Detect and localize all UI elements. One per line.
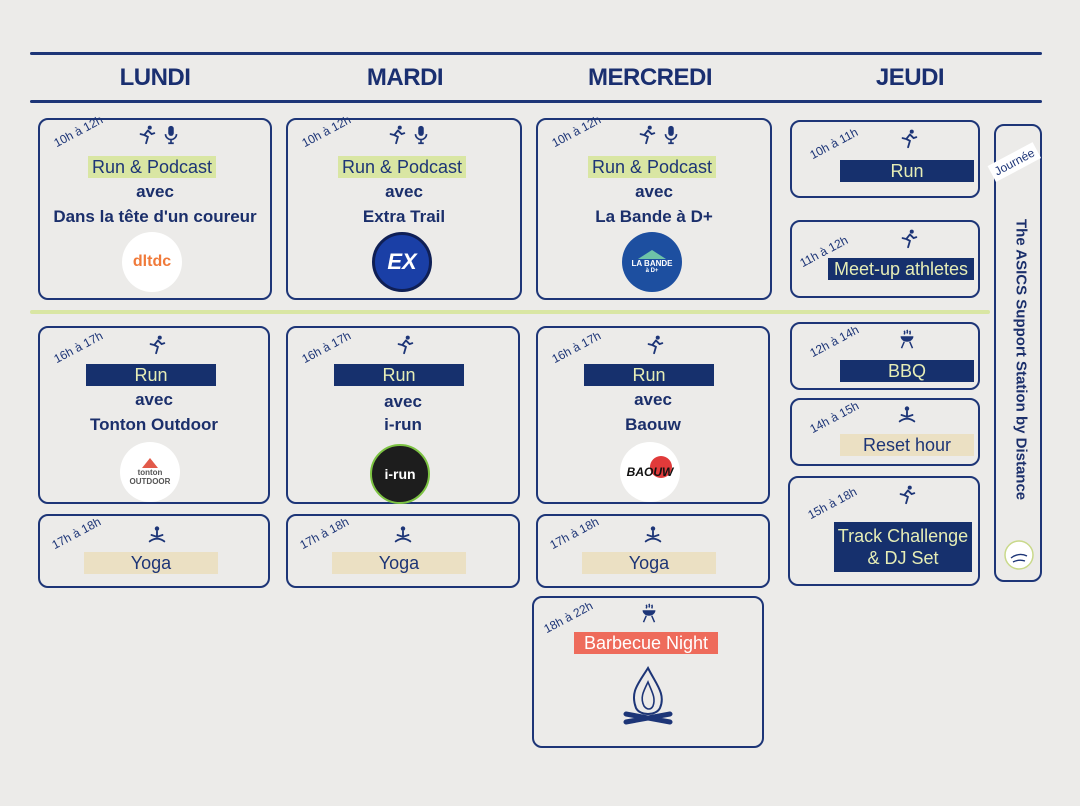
runner-icon [389,125,406,145]
logo-mountain-icon [142,458,158,468]
la-bande-logo: LA BANDE à D+ [622,232,682,292]
thursday-run-card[interactable]: 10h à 11h Run [790,120,980,198]
tuesday-morning-card[interactable]: 10h à 12h Run & Podcast avec Extra Trail… [286,113,522,300]
meditation-icon [394,526,412,543]
monday-yoga-card[interactable]: 17h à 18h Yoga [38,514,270,588]
meditation-icon [148,526,166,543]
runner-icon [139,125,156,145]
avec-text: avec [136,182,174,201]
time-label: 18h à 22h [541,598,596,636]
distance-logo-icon [1004,540,1034,570]
activity-label: Yoga [332,552,466,574]
i-run-logo: i-run [370,444,430,504]
activity-label: Run & Podcast [88,156,216,178]
time-label: 12h à 14h [807,322,862,360]
avec-text: avec [634,390,672,409]
activity-label: Run [840,160,974,182]
tonton-outdoor-logo: tonton OUTDOOR [120,442,180,502]
time-label: 10h à 12h [51,112,106,150]
activity-label: Meet-up athletes [828,258,974,280]
runner-icon [397,335,414,355]
baouw-logo: BAOUW [620,442,680,502]
time-label: 10h à 11h [807,124,861,162]
partner-name: Dans la tête d'un coureur [53,207,257,226]
activity-label: Run & Podcast [338,156,466,178]
campfire-icon [623,665,673,725]
microphone-icon [164,125,178,145]
wednesday-afternoon-card[interactable]: 16h à 17h Run avec Baouw BAOUW [536,326,770,504]
partner-name: Baouw [625,415,681,434]
extra-trail-logo: EX [372,232,432,292]
day-thursday: JEUDI [875,64,945,91]
avec-text: avec [635,182,673,201]
grill-icon [642,603,656,623]
banner-title: The ASICS Support Station by Distance [1012,219,1030,501]
avec-text: avec [385,182,423,201]
thursday-reset-card[interactable]: 14h à 15h Reset hour [790,398,980,466]
activity-label: BBQ [840,360,974,382]
time-label: 15h à 18h [805,484,860,522]
avec-text: avec [384,392,422,411]
activity-label: Run [584,364,714,386]
microphone-icon [664,125,678,145]
partner-name: La Bande à D+ [595,207,713,226]
runner-icon [901,229,918,249]
meditation-icon [898,406,916,423]
time-label: 10h à 12h [549,112,604,150]
runner-icon [901,129,918,149]
time-label: 16h à 17h [299,328,354,366]
runner-icon [647,335,664,355]
runner-icon [899,485,916,505]
activity-label: Run & Podcast [588,156,716,178]
time-label: 17h à 18h [547,514,602,552]
activity-label: Reset hour [840,434,974,456]
partner-name: i-run [384,415,422,434]
activity-label: Yoga [84,552,218,574]
time-label: 10h à 12h [299,112,354,150]
monday-morning-card[interactable]: 10h à 12h Run & Podcast avec Dans la têt… [38,113,272,300]
logo-circle-icon [650,456,672,478]
activity-label: Barbecue Night [574,632,718,654]
dltdc-logo: dltdc [122,232,182,292]
tuesday-yoga-card[interactable]: 17h à 18h Yoga [286,514,520,588]
microphone-icon [414,125,428,145]
runner-icon [639,125,656,145]
thursday-meetup-card[interactable]: 11h à 12h Meet-up athletes [790,220,980,298]
day-tuesday: MARDI [366,64,444,91]
avec-text: avec [135,390,173,409]
thursday-track-card[interactable]: 15h à 18h Track Challenge & DJ Set [788,476,980,586]
activity-label: Yoga [582,552,716,574]
activity-label: Run [86,364,216,386]
partner-name: Extra Trail [362,207,446,226]
time-label: 16h à 17h [549,328,604,366]
grill-icon [900,329,914,349]
partner-name: Tonton Outdoor [89,415,219,434]
day-wednesday: MERCREDI [587,64,713,91]
runner-icon [149,335,166,355]
activity-label: Track Challenge & DJ Set [834,522,972,572]
time-label: 16h à 17h [51,328,106,366]
header-rule-bottom [30,100,1042,103]
monday-afternoon-card[interactable]: 16h à 17h Run avec Tonton Outdoor tonton… [38,326,270,504]
time-label: 17h à 18h [49,514,104,552]
day-monday: LUNDI [119,64,191,91]
logo-mountain-icon [638,250,666,259]
midday-separator [30,310,990,314]
meditation-icon [644,526,662,543]
header-rule-top [30,52,1042,55]
wednesday-yoga-card[interactable]: 17h à 18h Yoga [536,514,770,588]
thursday-bbq-card[interactable]: 12h à 14h BBQ [790,322,980,390]
time-label: 14h à 15h [807,398,862,436]
wednesday-night-card[interactable]: 18h à 22h Barbecue Night [532,596,764,748]
tuesday-afternoon-card[interactable]: 16h à 17h Run avec i-run i-run [286,326,520,504]
wednesday-morning-card[interactable]: 10h à 12h Run & Podcast avec La Bande à … [536,113,772,300]
time-label: 17h à 18h [297,514,352,552]
activity-label: Run [334,364,464,386]
all-day-banner[interactable]: Journée [987,124,1042,582]
